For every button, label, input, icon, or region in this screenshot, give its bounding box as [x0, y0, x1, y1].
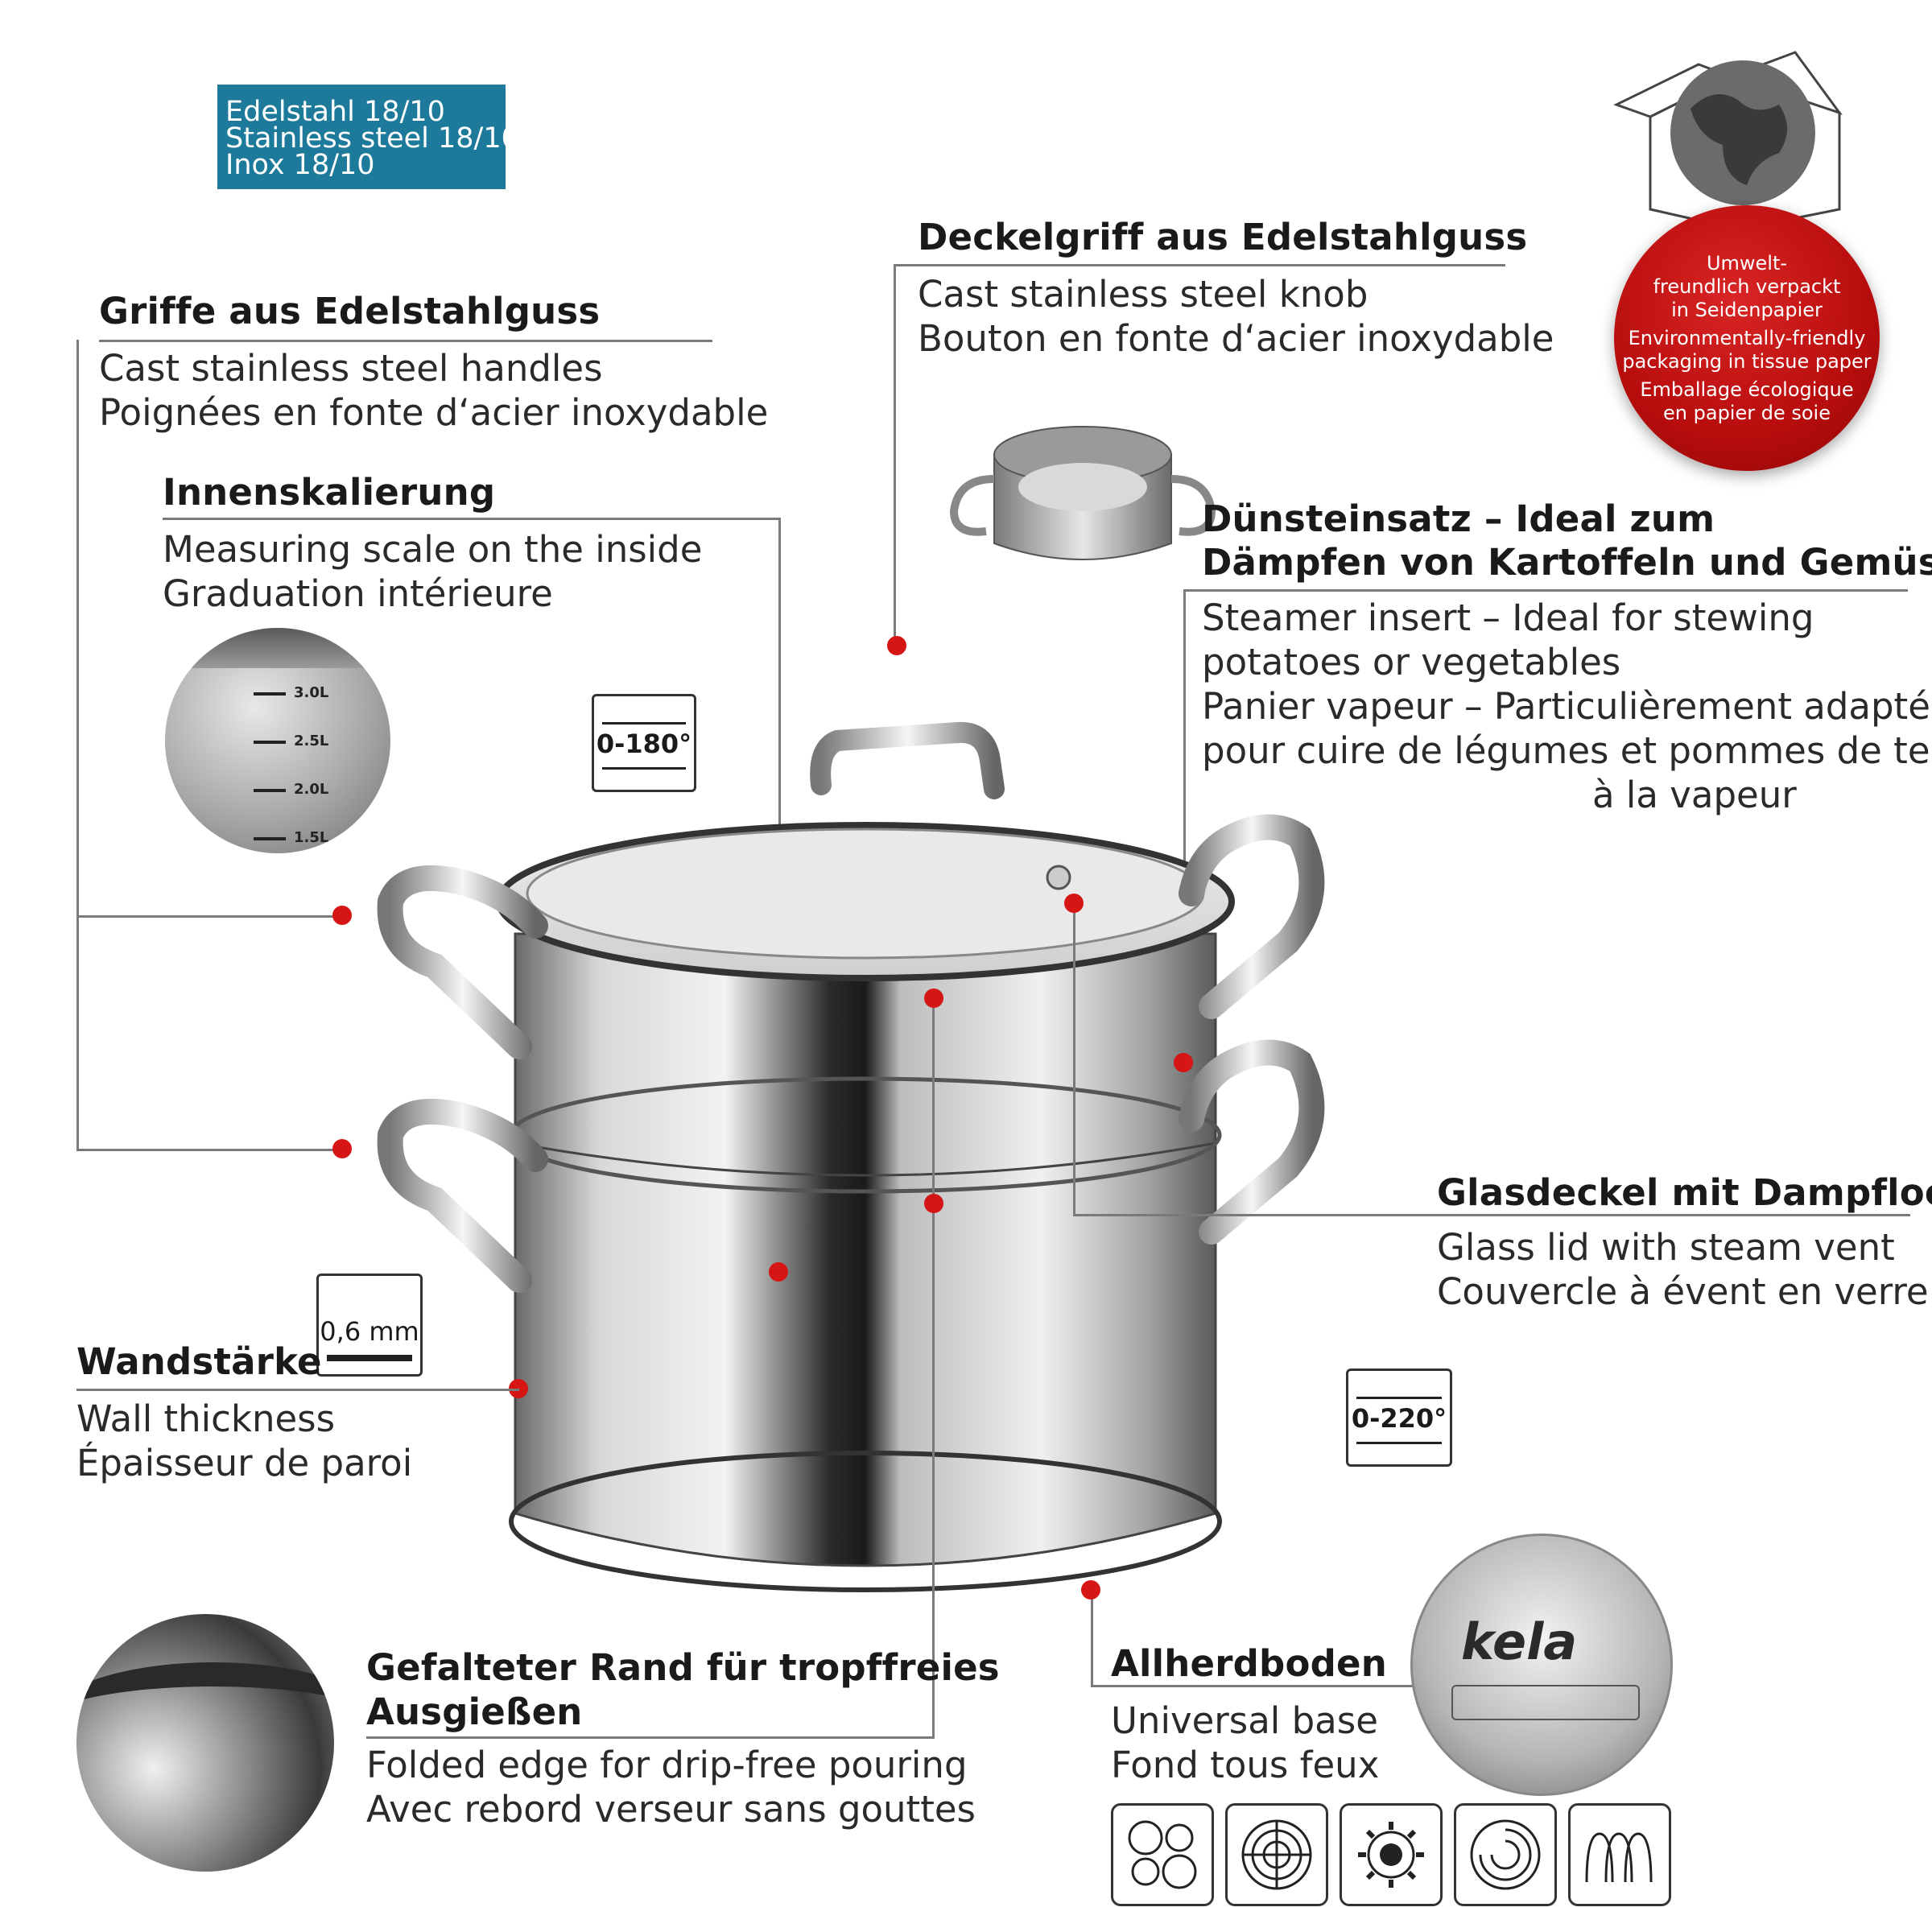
rim-en: Folded edge for drip-free pouring	[366, 1744, 968, 1786]
knob-en: Cast stainless steel knob	[918, 273, 1368, 316]
wall-title: Wandstärke	[76, 1340, 322, 1383]
knob-marker-dot	[887, 636, 906, 655]
ceramic-hob-icon	[1454, 1803, 1557, 1906]
wall-thickness-badge: 0,6 mm	[316, 1274, 423, 1377]
rim-fr: Avec rebord verseur sans gouttes	[366, 1788, 976, 1831]
steamer-fr-2: pour cuire de légumes et pommes de terre	[1202, 729, 1932, 772]
eco-fr-1: Emballage écologique	[1640, 378, 1854, 401]
eco-packaging-badge: Umwelt- freundlich verpackt in Seidenpap…	[1614, 205, 1880, 471]
scale-marker-dot	[769, 1262, 788, 1282]
scale-mark-2: 2.5L	[294, 733, 329, 749]
oven-temp-pot: 0-220°	[1351, 1403, 1447, 1434]
halogen-hob-icon	[1340, 1803, 1443, 1906]
rim-title-2: Ausgießen	[366, 1690, 583, 1733]
base-fr: Fond tous feux	[1111, 1744, 1380, 1786]
steamer-en-1: Steamer insert – Ideal for stewing	[1202, 597, 1814, 639]
wall-thickness-value: 0,6 mm	[320, 1316, 419, 1347]
eco-box-globe-icon	[1613, 51, 1843, 229]
oven-temp-pot-badge: 0-220°	[1346, 1368, 1452, 1467]
scale-fr: Graduation intérieure	[163, 572, 553, 615]
lower-rim-marker-dot	[924, 1194, 943, 1213]
eco-en-2: packaging in tissue paper	[1622, 349, 1872, 373]
knob-fr: Bouton en fonte d‘acier inoxydable	[918, 317, 1554, 360]
steamer-pot-photo	[377, 721, 1325, 1592]
steamer-en-2: potatoes or vegetables	[1202, 641, 1621, 683]
base-marker-dot	[1081, 1580, 1100, 1600]
material-line-fr: Inox 18/10	[225, 149, 375, 181]
steamer-title-1: Dünsteinsatz – Ideal zum	[1202, 497, 1715, 540]
material-line-en: Stainless steel 18/10	[225, 122, 519, 155]
glass-lid-title: Glasdeckel mit Dampfloch	[1437, 1171, 1932, 1214]
kela-logo: kela	[1461, 1612, 1578, 1671]
eco-de-1: Umwelt-	[1706, 251, 1788, 275]
steamer-title-2: Dämpfen von Kartoffeln und Gemüse	[1202, 541, 1932, 584]
eco-en-1: Environmentally-friendly	[1628, 326, 1866, 349]
upper-rim-marker-dot	[924, 989, 943, 1008]
handles-fr: Poignées en fonte d‘acier inoxydable	[99, 391, 769, 434]
glass-lid-en: Glass lid with steam vent	[1437, 1226, 1895, 1269]
base-detail-photo: kela	[1410, 1534, 1673, 1796]
steam-vent-marker-dot	[1064, 894, 1084, 913]
handles-en: Cast stainless steel handles	[99, 347, 603, 390]
scale-mark-4: 1.5L	[294, 829, 329, 846]
steamer-insert-photo	[950, 426, 1216, 560]
scale-mark-1: 3.0L	[294, 684, 329, 701]
glass-lid-fr: Couvercle à évent en verre	[1437, 1270, 1929, 1313]
material-badge: Edelstahl 18/10 Stainless steel 18/10 In…	[217, 85, 519, 189]
gas-hob-icon	[1111, 1803, 1214, 1906]
electric-hob-icon	[1225, 1803, 1328, 1906]
scale-detail-photo: 3.0L 2.5L 2.0L 1.5L	[165, 628, 390, 853]
upper-handle-marker-dot	[332, 906, 352, 925]
oven-temp-lid: 0-180°	[596, 729, 692, 759]
wall-fr: Épaisseur de paroi	[76, 1442, 413, 1484]
base-title: Allherdboden	[1111, 1642, 1387, 1685]
rim-title-1: Gefalteter Rand für tropffreies	[366, 1646, 1000, 1689]
rim-detail-photo	[76, 1614, 334, 1872]
eco-de-3: in Seidenpapier	[1671, 298, 1823, 321]
steamer-fr-3: à la vapeur	[1592, 774, 1797, 816]
eco-fr-2: en papier de soie	[1663, 401, 1831, 424]
knob-title: Deckelgriff aus Edelstahlguss	[918, 216, 1528, 258]
scale-mark-3: 2.0L	[294, 781, 329, 798]
wall-en: Wall thickness	[76, 1397, 336, 1440]
scale-en: Measuring scale on the inside	[163, 528, 703, 571]
oven-temp-lid-badge: 0-180°	[592, 694, 696, 792]
base-en: Universal base	[1111, 1699, 1378, 1742]
material-line-de: Edelstahl 18/10	[225, 96, 445, 128]
steamer-fr-1: Panier vapeur – Particulièrement adapté	[1202, 685, 1930, 728]
handles-title: Griffe aus Edelstahlguss	[99, 290, 601, 332]
steamer-marker-dot	[1174, 1053, 1193, 1072]
induction-hob-icon	[1568, 1803, 1671, 1906]
eco-de-2: freundlich verpackt	[1653, 275, 1841, 298]
scale-title: Innenskalierung	[163, 471, 496, 514]
lower-handle-marker-dot	[332, 1139, 352, 1158]
